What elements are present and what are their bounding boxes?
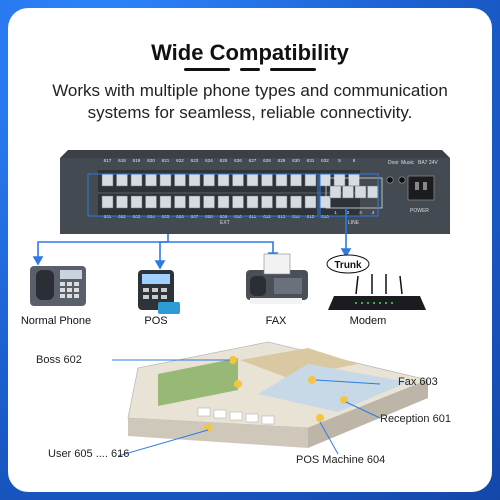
page-title: Wide Compatibility <box>151 40 349 65</box>
power-label: POWER <box>410 208 429 214</box>
port-625-top-label: 625 <box>220 158 228 163</box>
line-ports: 1 2 3 4 <box>329 185 379 215</box>
callout-user: User 605 .... 616 <box>48 448 130 460</box>
port-629-top-label: 629 <box>278 158 286 163</box>
line-port-2 <box>342 185 354 199</box>
music-jack-label: Music <box>401 160 415 166</box>
modem-label: Modem <box>349 315 387 327</box>
pos-label: POS <box>144 315 168 327</box>
modem-router-icon <box>326 254 426 310</box>
port-626-top-label: 626 <box>234 158 242 163</box>
port-603 <box>130 195 143 209</box>
port-5-top-label: 5 <box>338 158 341 163</box>
title-underline-right <box>270 68 316 71</box>
port-610 <box>232 195 244 209</box>
port-607 <box>188 195 201 209</box>
extension-ports-top-row: 617 618 619 620 621 622 623 624 625 626 627 628 629 6… <box>101 158 360 187</box>
port-618-top-label: 618 <box>118 158 126 163</box>
page-subtitle: Works with multiple phone types and comm… <box>52 81 448 122</box>
port-628-top-label: 628 <box>263 158 271 163</box>
port-613 <box>275 195 288 209</box>
door-jack <box>386 176 394 184</box>
port-623-top-label: 623 <box>191 158 199 163</box>
port-615 <box>304 195 317 209</box>
ext-label: EXT <box>220 220 230 226</box>
port-605 <box>159 195 172 209</box>
port-604 <box>145 195 157 209</box>
port-632-top-label: 632 <box>321 158 329 163</box>
line-label: LINE <box>348 220 360 226</box>
port-627-top-label: 627 <box>249 158 257 163</box>
title-underline-left <box>184 68 230 71</box>
normal-phone-label: Normal Phone <box>20 315 92 327</box>
port-617-top-label: 617 <box>104 158 112 163</box>
power-spec-label: BA7 24V <box>418 160 438 166</box>
line-port-3-label: 3 <box>359 210 362 215</box>
content-card: Wide Compatibility Works with multiple p… <box>8 8 492 492</box>
line-port-1 <box>329 185 342 199</box>
port-608 <box>203 195 215 209</box>
port-611 <box>246 195 259 209</box>
power-socket <box>407 175 435 201</box>
port-621-top-label: 621 <box>162 158 170 163</box>
trunk-label: Trunk <box>334 260 362 271</box>
port-619-top-label: 619 <box>133 158 141 163</box>
callout-fax: Fax 603 <box>398 376 438 388</box>
fax-machine-icon <box>246 253 308 304</box>
port-609 <box>217 195 230 209</box>
port-622-top-label: 622 <box>176 158 184 163</box>
diagram-graphics: Trunk <box>30 173 430 457</box>
callout-lines <box>112 359 381 457</box>
title-underline-center <box>240 68 260 71</box>
telephone-icon <box>30 266 86 306</box>
connector-lines <box>32 173 379 270</box>
callout-reception: Reception 601 <box>380 413 451 425</box>
line-port-2-label: 2 <box>347 210 350 215</box>
trunk-badge <box>326 254 370 274</box>
line-port-1-label: 1 <box>334 210 337 215</box>
callout-boss: Boss 602 <box>36 354 82 366</box>
port-620-top-label: 620 <box>147 158 155 163</box>
port-612 <box>261 195 273 209</box>
port-602 <box>116 195 128 209</box>
port-601 <box>101 195 114 209</box>
port-624-top-label: 624 <box>205 158 213 163</box>
port-606 <box>174 195 186 209</box>
port-631-top-label: 631 <box>307 158 315 163</box>
fax-label: FAX <box>265 315 287 327</box>
office-floorplan-illustration <box>127 341 430 448</box>
music-jack <box>398 176 406 184</box>
port-6-top-label: 6 <box>353 158 356 163</box>
line-port-4-label: 4 <box>372 210 375 215</box>
pos-terminal-icon <box>138 270 180 314</box>
port-614 <box>290 195 302 209</box>
door-jack-label: Door <box>388 160 399 166</box>
line-port-3 <box>354 185 367 199</box>
port-630-top-label: 630 <box>292 158 300 163</box>
callout-pos-machine: POS Machine 604 <box>296 454 386 466</box>
